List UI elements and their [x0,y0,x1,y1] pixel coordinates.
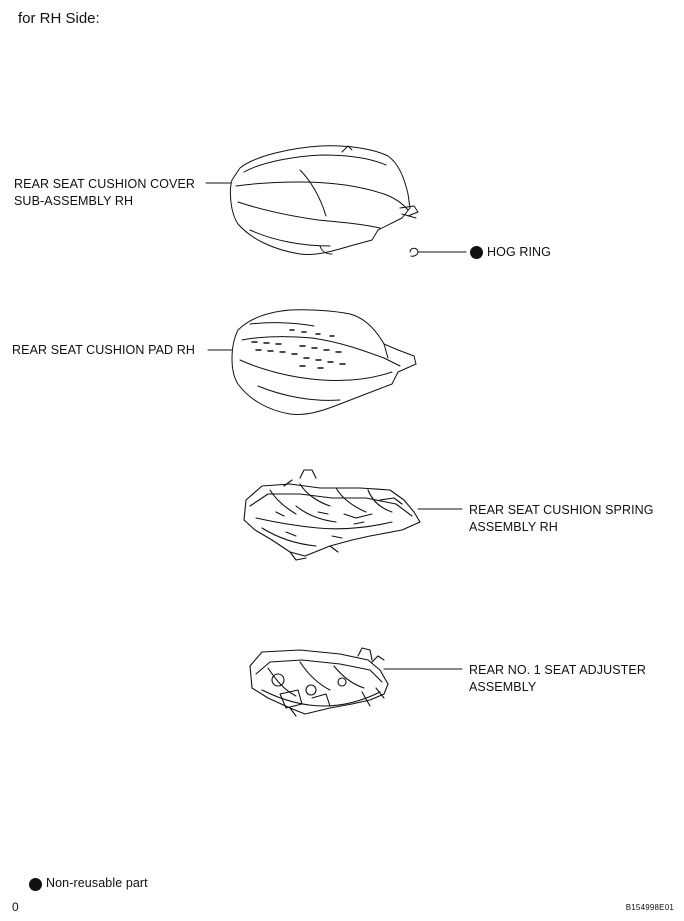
spring-label-line2: ASSEMBLY RH [469,520,558,534]
page-title: for RH Side: [18,10,100,27]
seat-adjuster-drawing [249,647,389,717]
legend-text: Non-reusable part [46,876,148,890]
cover-label-line1: REAR SEAT CUSHION COVER [14,177,196,191]
seat-cushion-cover-drawing [229,145,419,255]
figure-code: B154998E01 [625,903,674,912]
seat-cushion-pad-drawing [231,309,417,415]
spring-label-line1: REAR SEAT CUSHION SPRING [469,503,654,517]
hog-ring-label: HOG RING [487,245,551,259]
page-number: 0 [12,900,19,914]
pad-label: REAR SEAT CUSHION PAD RH [12,343,195,357]
adjuster-label-line1: REAR NO. 1 SEAT ADJUSTER [469,663,646,677]
cover-label-line2: SUB-ASSEMBLY RH [14,194,134,208]
non-reusable-marker-icon [470,246,483,259]
adjuster-label-line2: ASSEMBLY [469,680,537,694]
legend-marker-icon [29,878,42,891]
hog-ring-drawing [409,247,467,257]
seat-cushion-spring-drawing [243,469,421,561]
